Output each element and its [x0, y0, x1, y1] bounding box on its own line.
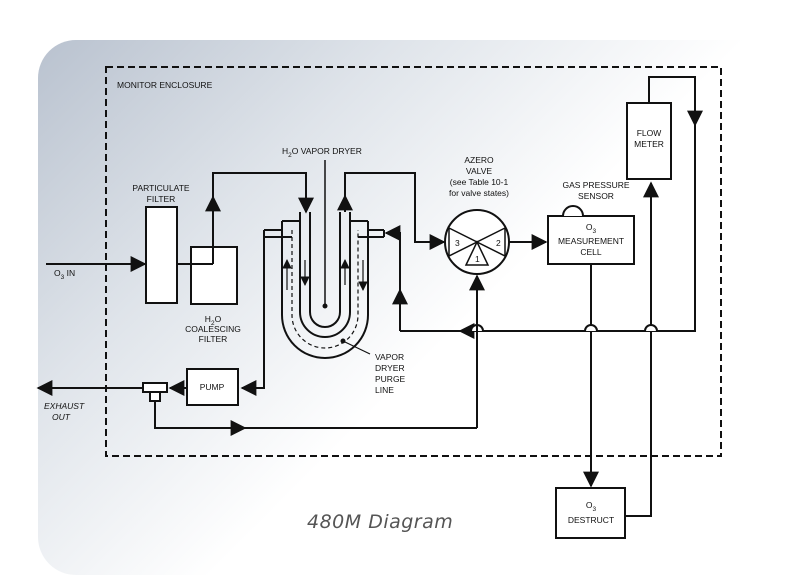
enclosure-label: MONITOR ENCLOSURE [117, 80, 213, 90]
cell-label-3: CELL [580, 247, 602, 257]
azero-label-3: (see Table 10-1 [450, 177, 509, 187]
coalescer-to-dryer-line [212, 172, 314, 214]
monitor-enclosure-boundary [105, 66, 722, 457]
exhaust-tee-fitting [142, 382, 168, 402]
pressure-sensor-label-1: GAS PRESSURE [562, 180, 629, 190]
exhaust-label-2: OUT [52, 412, 71, 422]
cell-label-2: MEASUREMENT [558, 236, 624, 246]
o3-in-label: O3 IN [54, 268, 75, 281]
flow-meter-label-1: FLOW [637, 128, 662, 138]
purge-line-dot [340, 338, 346, 344]
valve-internal-triangles [448, 226, 506, 266]
purge-line-label-1: VAPOR [375, 352, 404, 362]
flow-meter-label-2: METER [634, 139, 664, 149]
dryer-outlet-line [344, 172, 446, 250]
pressure-sensor-label-2: SENSOR [578, 191, 614, 201]
purge-line-label-3: PURGE [375, 374, 406, 384]
pump-label: PUMP [200, 382, 225, 392]
exhaust-label-1: EXHAUST [44, 401, 85, 411]
azero-label-4: for valve states) [449, 188, 509, 198]
particulate-filter-box [145, 206, 178, 304]
purge-line-label-4: LINE [375, 385, 394, 395]
azero-label-1: AZERO [464, 155, 494, 165]
tee-to-valve-line [154, 401, 247, 436]
cell-o3-label: O3 [586, 222, 597, 235]
particulate-filter-label-2: FILTER [147, 194, 176, 204]
return-to-dryer-line [384, 225, 401, 331]
destruct-label: DESTRUCT [568, 515, 614, 525]
measurement-cell-box [547, 215, 635, 265]
destruct-box [555, 487, 626, 539]
dryer-purge-to-pump-line [240, 233, 265, 396]
coalescing-filter-label-2: COALESCING [185, 324, 241, 334]
flow-meter-loop-line [648, 76, 703, 127]
vapor-dryer-label: H2O VAPOR DRYER [282, 146, 362, 159]
valve-port-1: 1 [475, 254, 480, 264]
purge-line-label-2: DRYER [375, 363, 405, 373]
destruct-to-flow-meter-line [625, 181, 659, 517]
purge-line-pointer [344, 341, 371, 355]
valve-port-3: 3 [455, 238, 460, 248]
particulate-filter-label-1: PARTICULATE [132, 183, 189, 193]
dryer-pointer-dot [322, 303, 328, 309]
gas-pressure-sensor [562, 205, 584, 217]
vapor-dryer-u-tube [263, 212, 385, 359]
destruct-o3-label: O3 [586, 500, 597, 513]
valve-port-2: 2 [496, 238, 501, 248]
coalescing-filter-label-3: FILTER [199, 334, 228, 344]
diagram-caption: 480M Diagram [307, 511, 453, 533]
return-line [458, 125, 696, 339]
azero-label-2: VALVE [466, 166, 492, 176]
coalescing-h2o-label: H2O [205, 314, 222, 327]
